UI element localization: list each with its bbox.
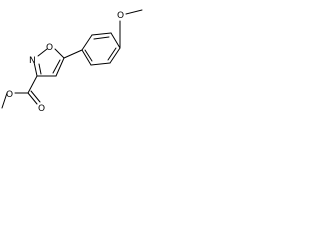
atom-label-carbonyl-oxygen: O	[38, 104, 45, 113]
bond-c5-c4	[55, 57, 65, 77]
bond-c3-carbonyl	[27, 75, 38, 94]
bond-ph-6-1	[81, 49, 92, 66]
bond-ph-4-5	[109, 47, 121, 64]
bond-carbonyl-double-b	[30, 90, 41, 103]
bond-ph-2-3	[91, 32, 112, 36]
bond-c3-n-inner	[38, 63, 42, 75]
bond-o-c5	[54, 48, 65, 59]
atom-label-ring-oxygen: O	[46, 43, 53, 53]
bond-ph-3-4	[110, 32, 121, 49]
bond-c3-n	[33, 61, 38, 77]
bond-ester-o-ch3	[1, 92, 8, 109]
bond-n-o	[37, 48, 48, 57]
chemical-structure-diagram: N O O O O	[1, 9, 143, 113]
bond-ph-inner-a	[93, 36, 110, 40]
bond-c5-c4-inner	[52, 59, 61, 74]
bond-ph-1-2	[81, 34, 93, 51]
bond-ph-inner-c	[84, 49, 93, 62]
atom-label-ester-oxygen: O	[6, 90, 13, 100]
atom-label-methoxy-oxygen: O	[117, 11, 124, 21]
bond-ph-5-6	[90, 62, 111, 66]
bond-ph-inner-b	[107, 47, 117, 61]
bond-methoxy-o-ch3	[125, 9, 143, 15]
bond-c5-phenyl	[63, 49, 83, 59]
bond-carbonyl-double-a	[27, 92, 38, 105]
atom-label-ring-nitrogen: N	[29, 56, 36, 66]
